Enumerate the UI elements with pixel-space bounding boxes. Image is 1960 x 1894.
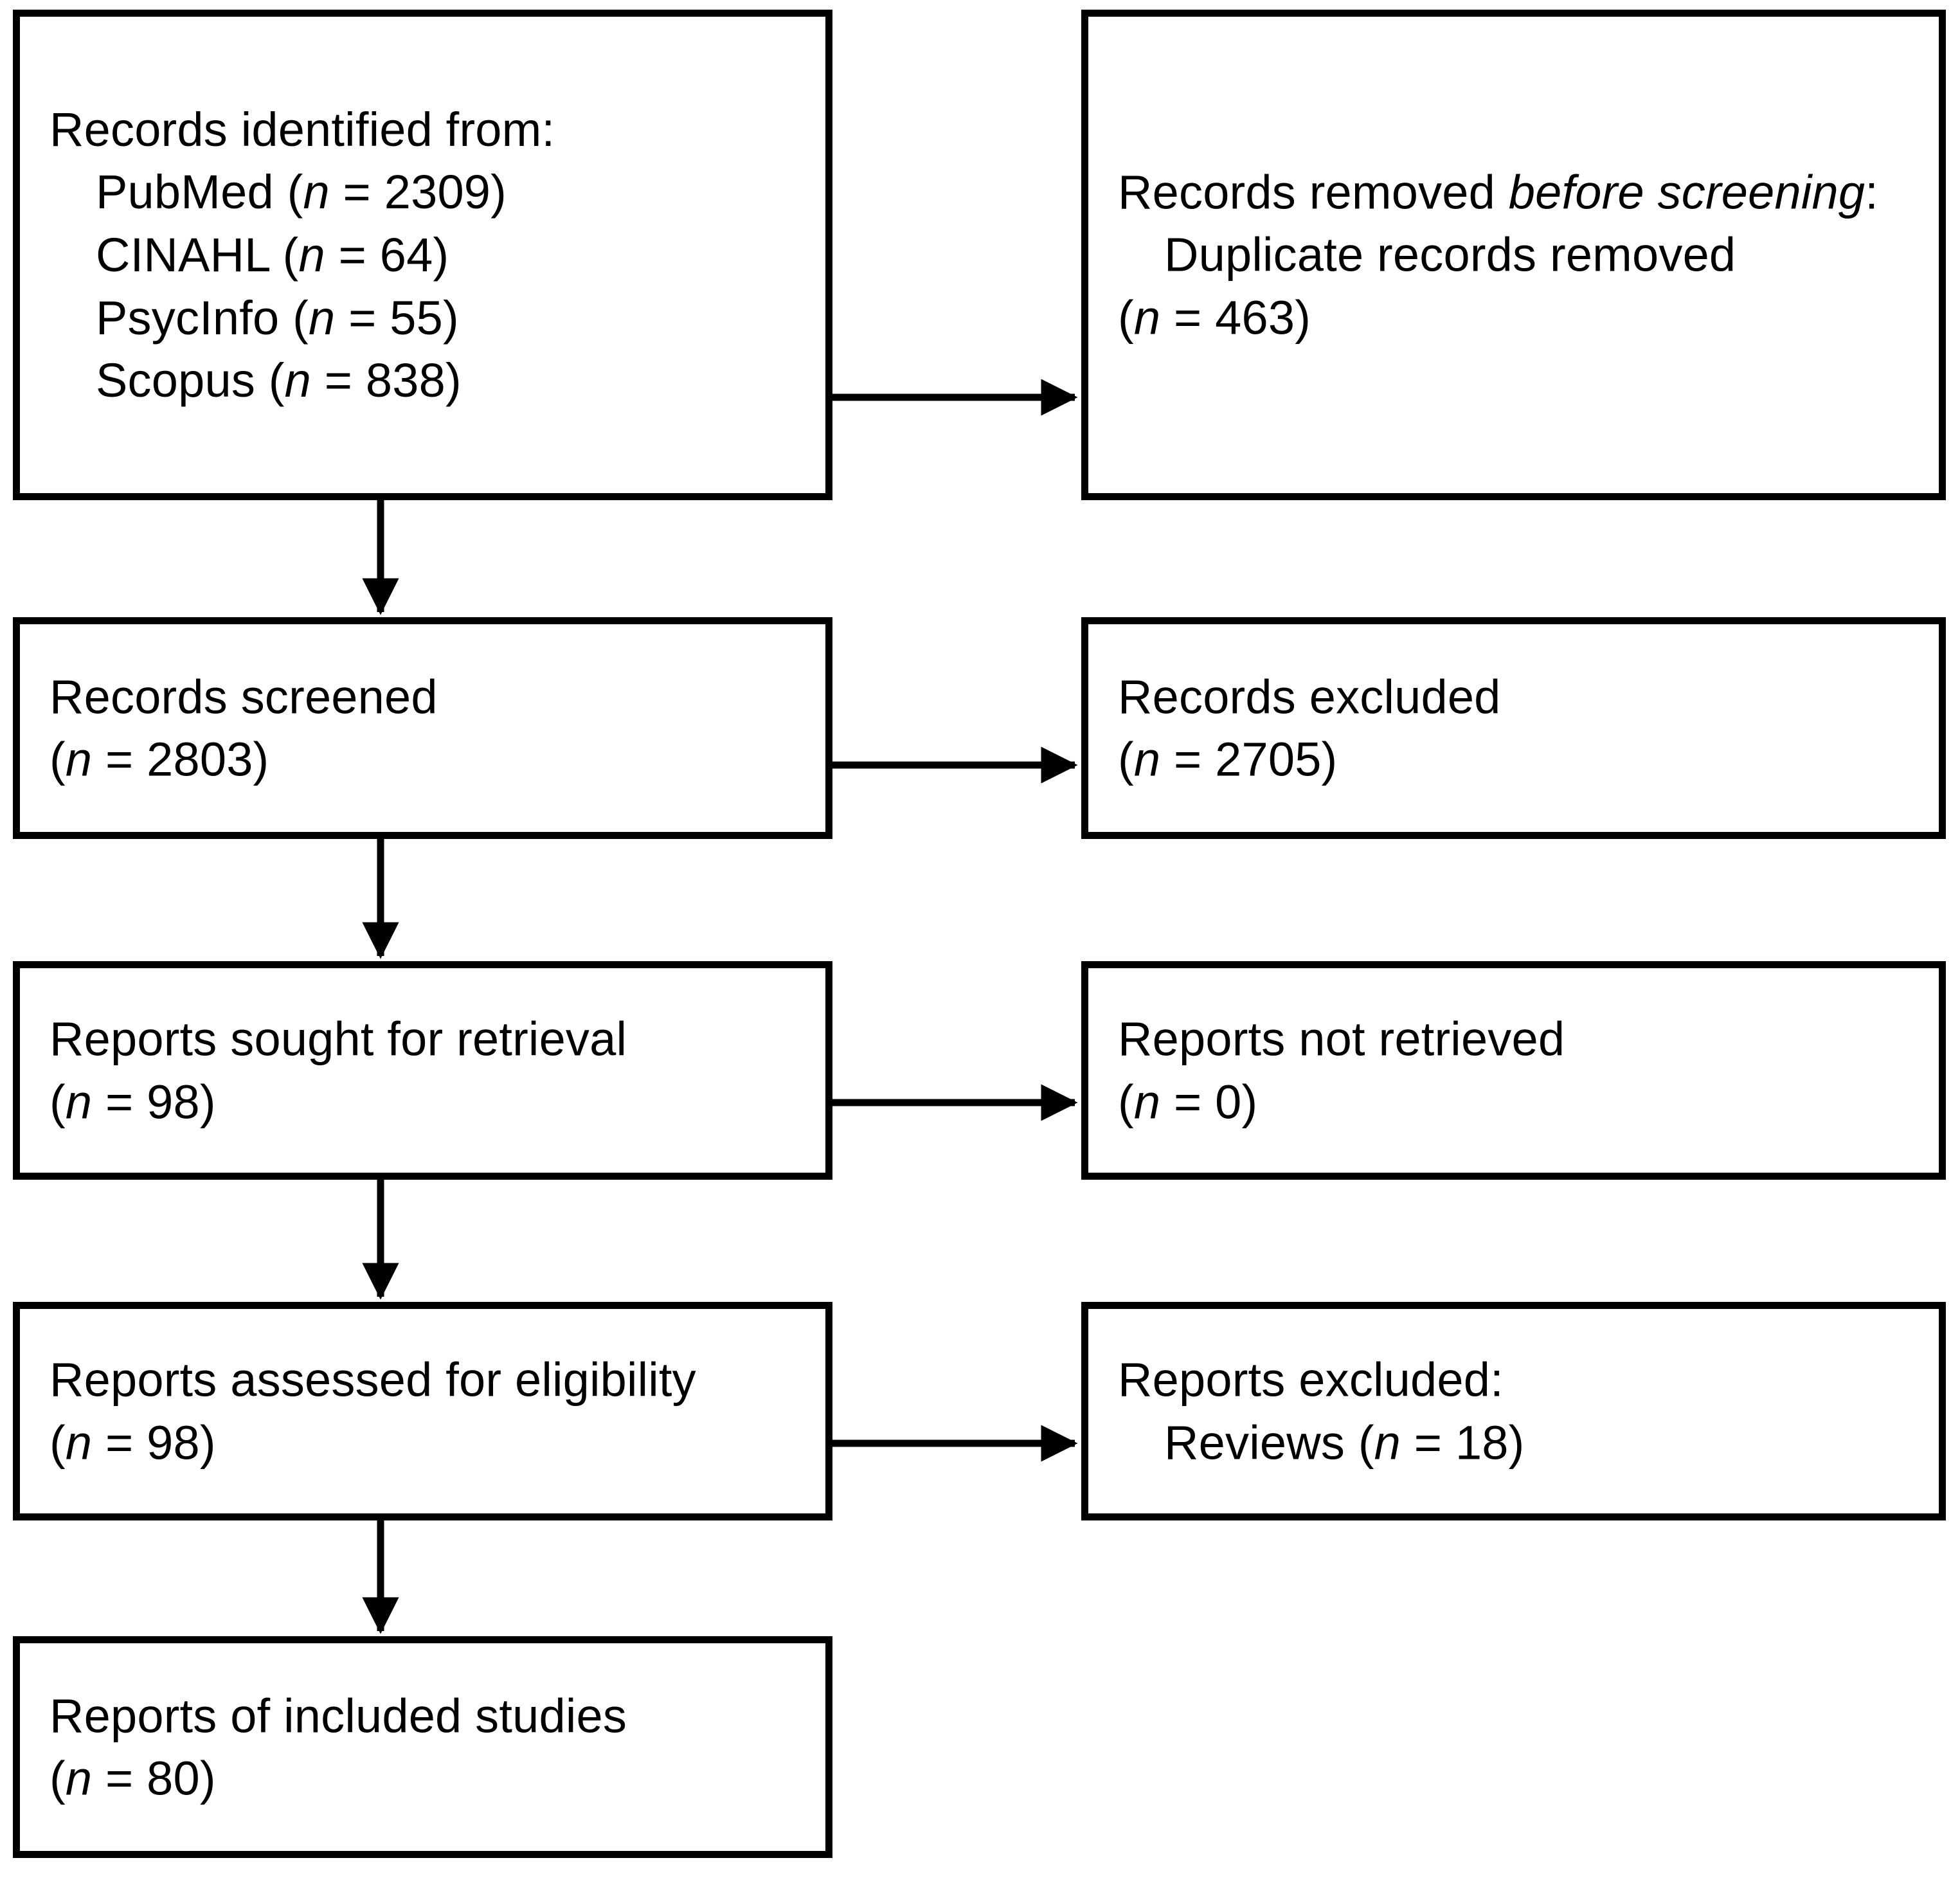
source-cinahl-label: CINAHL xyxy=(96,228,269,282)
box-records-excluded: Records excluded (n = 2705) xyxy=(1081,617,1946,839)
source-scopus-label: Scopus xyxy=(96,354,256,408)
records-excluded-label: Records excluded xyxy=(1118,669,1501,723)
box-reports-not-retrieved: Reports not retrieved (n = 0) xyxy=(1081,961,1946,1180)
records-identified-heading: Records identified from: xyxy=(49,102,555,156)
included-studies-label: Reports of included studies xyxy=(49,1688,627,1742)
source-pubmed-label: PubMed xyxy=(96,165,274,219)
box-reports-of-included-studies: Reports of included studies (n = 80) xyxy=(13,1636,832,1858)
source-scopus-count: (n = 838) xyxy=(268,354,462,408)
source-cinahl: CINAHL (n = 64) xyxy=(49,224,796,287)
reports-not-retrieved-count: (n = 0) xyxy=(1118,1075,1258,1128)
source-scopus: Scopus (n = 838) xyxy=(49,349,796,412)
reports-not-retrieved-label: Reports not retrieved xyxy=(1118,1012,1565,1066)
reports-assessed-label: Reports assessed for eligibility xyxy=(49,1353,696,1407)
reports-sought-count: (n = 98) xyxy=(49,1075,216,1128)
duplicate-records-removed-label: Duplicate records removed xyxy=(1164,228,1736,282)
reports-sought-label: Reports sought for retrieval xyxy=(49,1012,627,1066)
records-removed-heading: Records removed before screening: xyxy=(1118,165,1878,219)
duplicate-records-removed-count: (n = 463) xyxy=(1118,291,1311,345)
reports-excluded-reviews: Reviews (n = 18) xyxy=(1118,1411,1909,1474)
box-records-removed-before-screening: Records removed before screening: Duplic… xyxy=(1081,10,1946,500)
box-reports-sought-for-retrieval: Reports sought for retrieval (n = 98) xyxy=(13,961,832,1180)
included-studies-count: (n = 80) xyxy=(49,1751,216,1805)
reports-excluded-reviews-count: (n = 18) xyxy=(1358,1416,1525,1469)
source-psycinfo-count: (n = 55) xyxy=(292,291,459,345)
records-excluded-count: (n = 2705) xyxy=(1118,732,1338,786)
box-records-screened: Records screened (n = 2803) xyxy=(13,617,832,839)
reports-excluded-reviews-label: Reviews xyxy=(1164,1416,1345,1469)
records-screened-count: (n = 2803) xyxy=(49,732,269,786)
records-screened-label: Records screened xyxy=(49,669,438,723)
source-psycinfo-label: PsycInfo xyxy=(96,291,280,345)
reports-assessed-count: (n = 98) xyxy=(49,1416,216,1469)
source-psycinfo: PsycInfo (n = 55) xyxy=(49,286,796,349)
box-records-identified: Records identified from: PubMed (n = 230… xyxy=(13,10,832,500)
source-pubmed: PubMed (n = 2309) xyxy=(49,161,796,224)
before-screening-emphasis: before screening xyxy=(1508,165,1866,219)
source-pubmed-count: (n = 2309) xyxy=(287,165,507,219)
box-reports-excluded: Reports excluded: Reviews (n = 18) xyxy=(1081,1302,1946,1520)
box-reports-assessed-for-eligibility: Reports assessed for eligibility (n = 98… xyxy=(13,1302,832,1520)
source-cinahl-count: (n = 64) xyxy=(282,228,449,282)
reports-excluded-heading: Reports excluded: xyxy=(1118,1353,1504,1407)
